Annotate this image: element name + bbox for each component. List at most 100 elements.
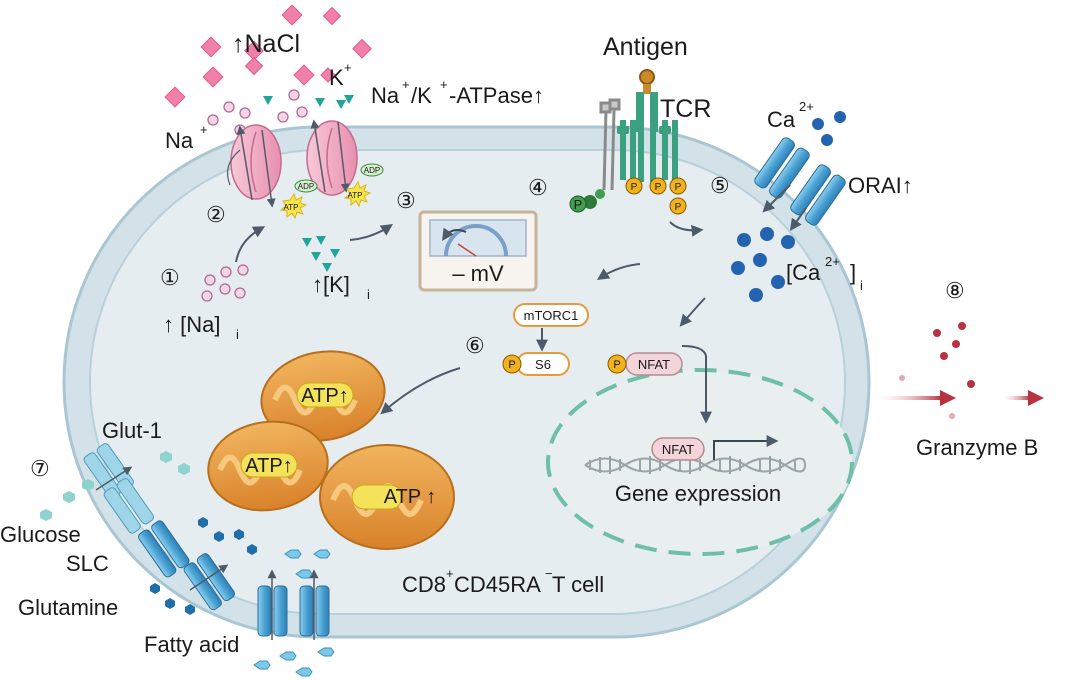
tcr-label: TCR bbox=[660, 95, 711, 123]
coreceptor-icon bbox=[599, 98, 621, 191]
antigen-icon bbox=[639, 69, 655, 94]
k-intracellular-sub: i bbox=[367, 287, 370, 302]
glut1-transporter bbox=[83, 443, 154, 534]
transcription-arrow bbox=[713, 435, 779, 460]
slc-transporter bbox=[138, 520, 236, 611]
ca-intracellular-open: [Ca bbox=[786, 260, 821, 285]
fatty-acid-label: Fatty acid bbox=[144, 632, 239, 657]
k-ion-label: K bbox=[329, 65, 344, 90]
cell-label-sup2: − bbox=[545, 566, 553, 581]
glutamine-molecules bbox=[150, 517, 257, 615]
arrow-tcr-to-ca bbox=[669, 221, 704, 237]
arrow-k-to-potential bbox=[349, 224, 393, 241]
cell-label-b: CD45RA bbox=[454, 572, 541, 597]
nucleus: NFAT Gene expression bbox=[546, 368, 854, 556]
dna-helix-icon bbox=[584, 456, 806, 474]
atp-starburst-1: ATP bbox=[279, 192, 308, 220]
arrow-ca-to-potential bbox=[597, 263, 641, 280]
atp-up-3: ATP ↑ bbox=[384, 486, 437, 508]
lck-kinase: P bbox=[569, 189, 605, 213]
phospho-tcr: P P P P bbox=[625, 177, 687, 215]
granzyme-label: Granzyme B bbox=[916, 435, 1038, 460]
extracellular-ca-ions bbox=[812, 111, 846, 146]
glutamine-label: Glutamine bbox=[18, 595, 118, 620]
nacl-crystals bbox=[164, 4, 372, 108]
adp-small-1: ADP bbox=[298, 182, 314, 191]
cell-label-c: T cell bbox=[552, 572, 604, 597]
atpase-label-k: /K bbox=[411, 83, 432, 108]
nfat-label: NFAT bbox=[638, 357, 670, 372]
adp-badge-1: ADP bbox=[294, 179, 318, 193]
atpase-label-na: Na bbox=[371, 83, 400, 108]
arrow-s6-to-mitochondria bbox=[380, 367, 461, 415]
p-nfat: P bbox=[613, 359, 620, 371]
cell-label-sup1: + bbox=[446, 566, 454, 581]
granzyme-granules bbox=[899, 322, 975, 419]
ca-intracellular-close: ] bbox=[850, 260, 856, 285]
atpase-label-sup1: + bbox=[402, 77, 410, 92]
mtorc1-box: mTORC1 bbox=[513, 303, 589, 327]
glut1-label: Glut-1 bbox=[102, 418, 162, 443]
arrow-nfat-to-nucleus bbox=[681, 345, 712, 424]
ca-intracellular-sub: i bbox=[860, 278, 863, 293]
nfat-nuclear-label: NFAT bbox=[662, 442, 694, 457]
glucose-molecules bbox=[40, 451, 190, 521]
atp-starburst-2: ATP bbox=[343, 180, 372, 208]
step-1: ① bbox=[160, 265, 180, 290]
step-8: ⑧ bbox=[945, 278, 965, 303]
arrow-na-to-pump bbox=[235, 226, 266, 263]
intracellular-ca-ions bbox=[731, 227, 795, 302]
arrow-ca-to-nfat bbox=[679, 297, 706, 327]
intracellular-k-ions bbox=[302, 236, 340, 272]
nfat-cytoplasm-box: P NFAT bbox=[607, 352, 683, 376]
na-k-atpase-pump-1 bbox=[227, 124, 282, 208]
arrow-glucose-in bbox=[95, 466, 133, 491]
step-4: ④ bbox=[528, 175, 548, 200]
mitochondrion-2: ATP↑ bbox=[207, 420, 329, 512]
p-tcr-3: P bbox=[675, 182, 682, 193]
mitochondrion-1: ATP↑ bbox=[260, 350, 386, 442]
na-ion-sup: + bbox=[200, 122, 208, 137]
orai-channel-1 bbox=[754, 137, 810, 199]
s6-box: P S6 bbox=[502, 352, 570, 376]
step-5: ⑤ bbox=[710, 173, 730, 198]
arrow-ca-influx-1 bbox=[762, 184, 791, 213]
mitochondrion-3: ATP ↑ bbox=[319, 444, 455, 550]
s6-label: S6 bbox=[535, 357, 551, 372]
extracellular-k-ions bbox=[263, 95, 354, 109]
step-3: ③ bbox=[396, 188, 416, 213]
atp-small-1: ATP bbox=[284, 203, 299, 212]
antigen-label: Antigen bbox=[603, 33, 688, 61]
arrow-ca-influx-2 bbox=[789, 207, 807, 231]
granzyme-secretion-arrow bbox=[872, 390, 1044, 406]
adp-small-2: ADP bbox=[364, 166, 380, 175]
cell-label-a: CD8 bbox=[402, 572, 446, 597]
atp-up-2: ATP↑ bbox=[245, 455, 292, 477]
p-tcr-4: P bbox=[675, 202, 682, 213]
ca-ion-sup: 2+ bbox=[799, 99, 814, 114]
k-ion-sup: + bbox=[344, 60, 352, 75]
p-lck-label: P bbox=[574, 197, 583, 212]
gene-expression-label: Gene expression bbox=[615, 481, 781, 506]
nfat-nuclear-box bbox=[651, 437, 705, 461]
na-intracellular-label: ↑ [Na] bbox=[163, 312, 220, 337]
ca-ion-label: Ca bbox=[767, 107, 796, 132]
na-intracellular-sub: i bbox=[236, 327, 239, 342]
orai-label: ORAI↑ bbox=[848, 173, 913, 198]
orai-channel-2 bbox=[790, 164, 846, 226]
step-6: ⑥ bbox=[465, 333, 485, 358]
atp-small-2: ATP bbox=[348, 191, 363, 200]
cell-type-label: CD8 + CD45RA − T cell bbox=[402, 566, 604, 597]
arrow-glutamine-in bbox=[189, 564, 229, 591]
na-ion-label: Na bbox=[165, 128, 194, 153]
nacl-label: ↑NaCl bbox=[232, 30, 300, 58]
atp-up-1: ATP↑ bbox=[301, 385, 348, 407]
step-2: ② bbox=[206, 202, 226, 227]
mtorc1-label: mTORC1 bbox=[524, 308, 579, 323]
fatty-acid-molecules bbox=[253, 549, 335, 677]
p-tcr-2: P bbox=[655, 182, 662, 193]
membrane-potential-label: – mV bbox=[452, 261, 504, 286]
ca-intracellular-sup: 2+ bbox=[825, 254, 840, 269]
p-s6: P bbox=[508, 359, 515, 371]
k-intracellular-label: ↑[K] bbox=[312, 272, 350, 297]
